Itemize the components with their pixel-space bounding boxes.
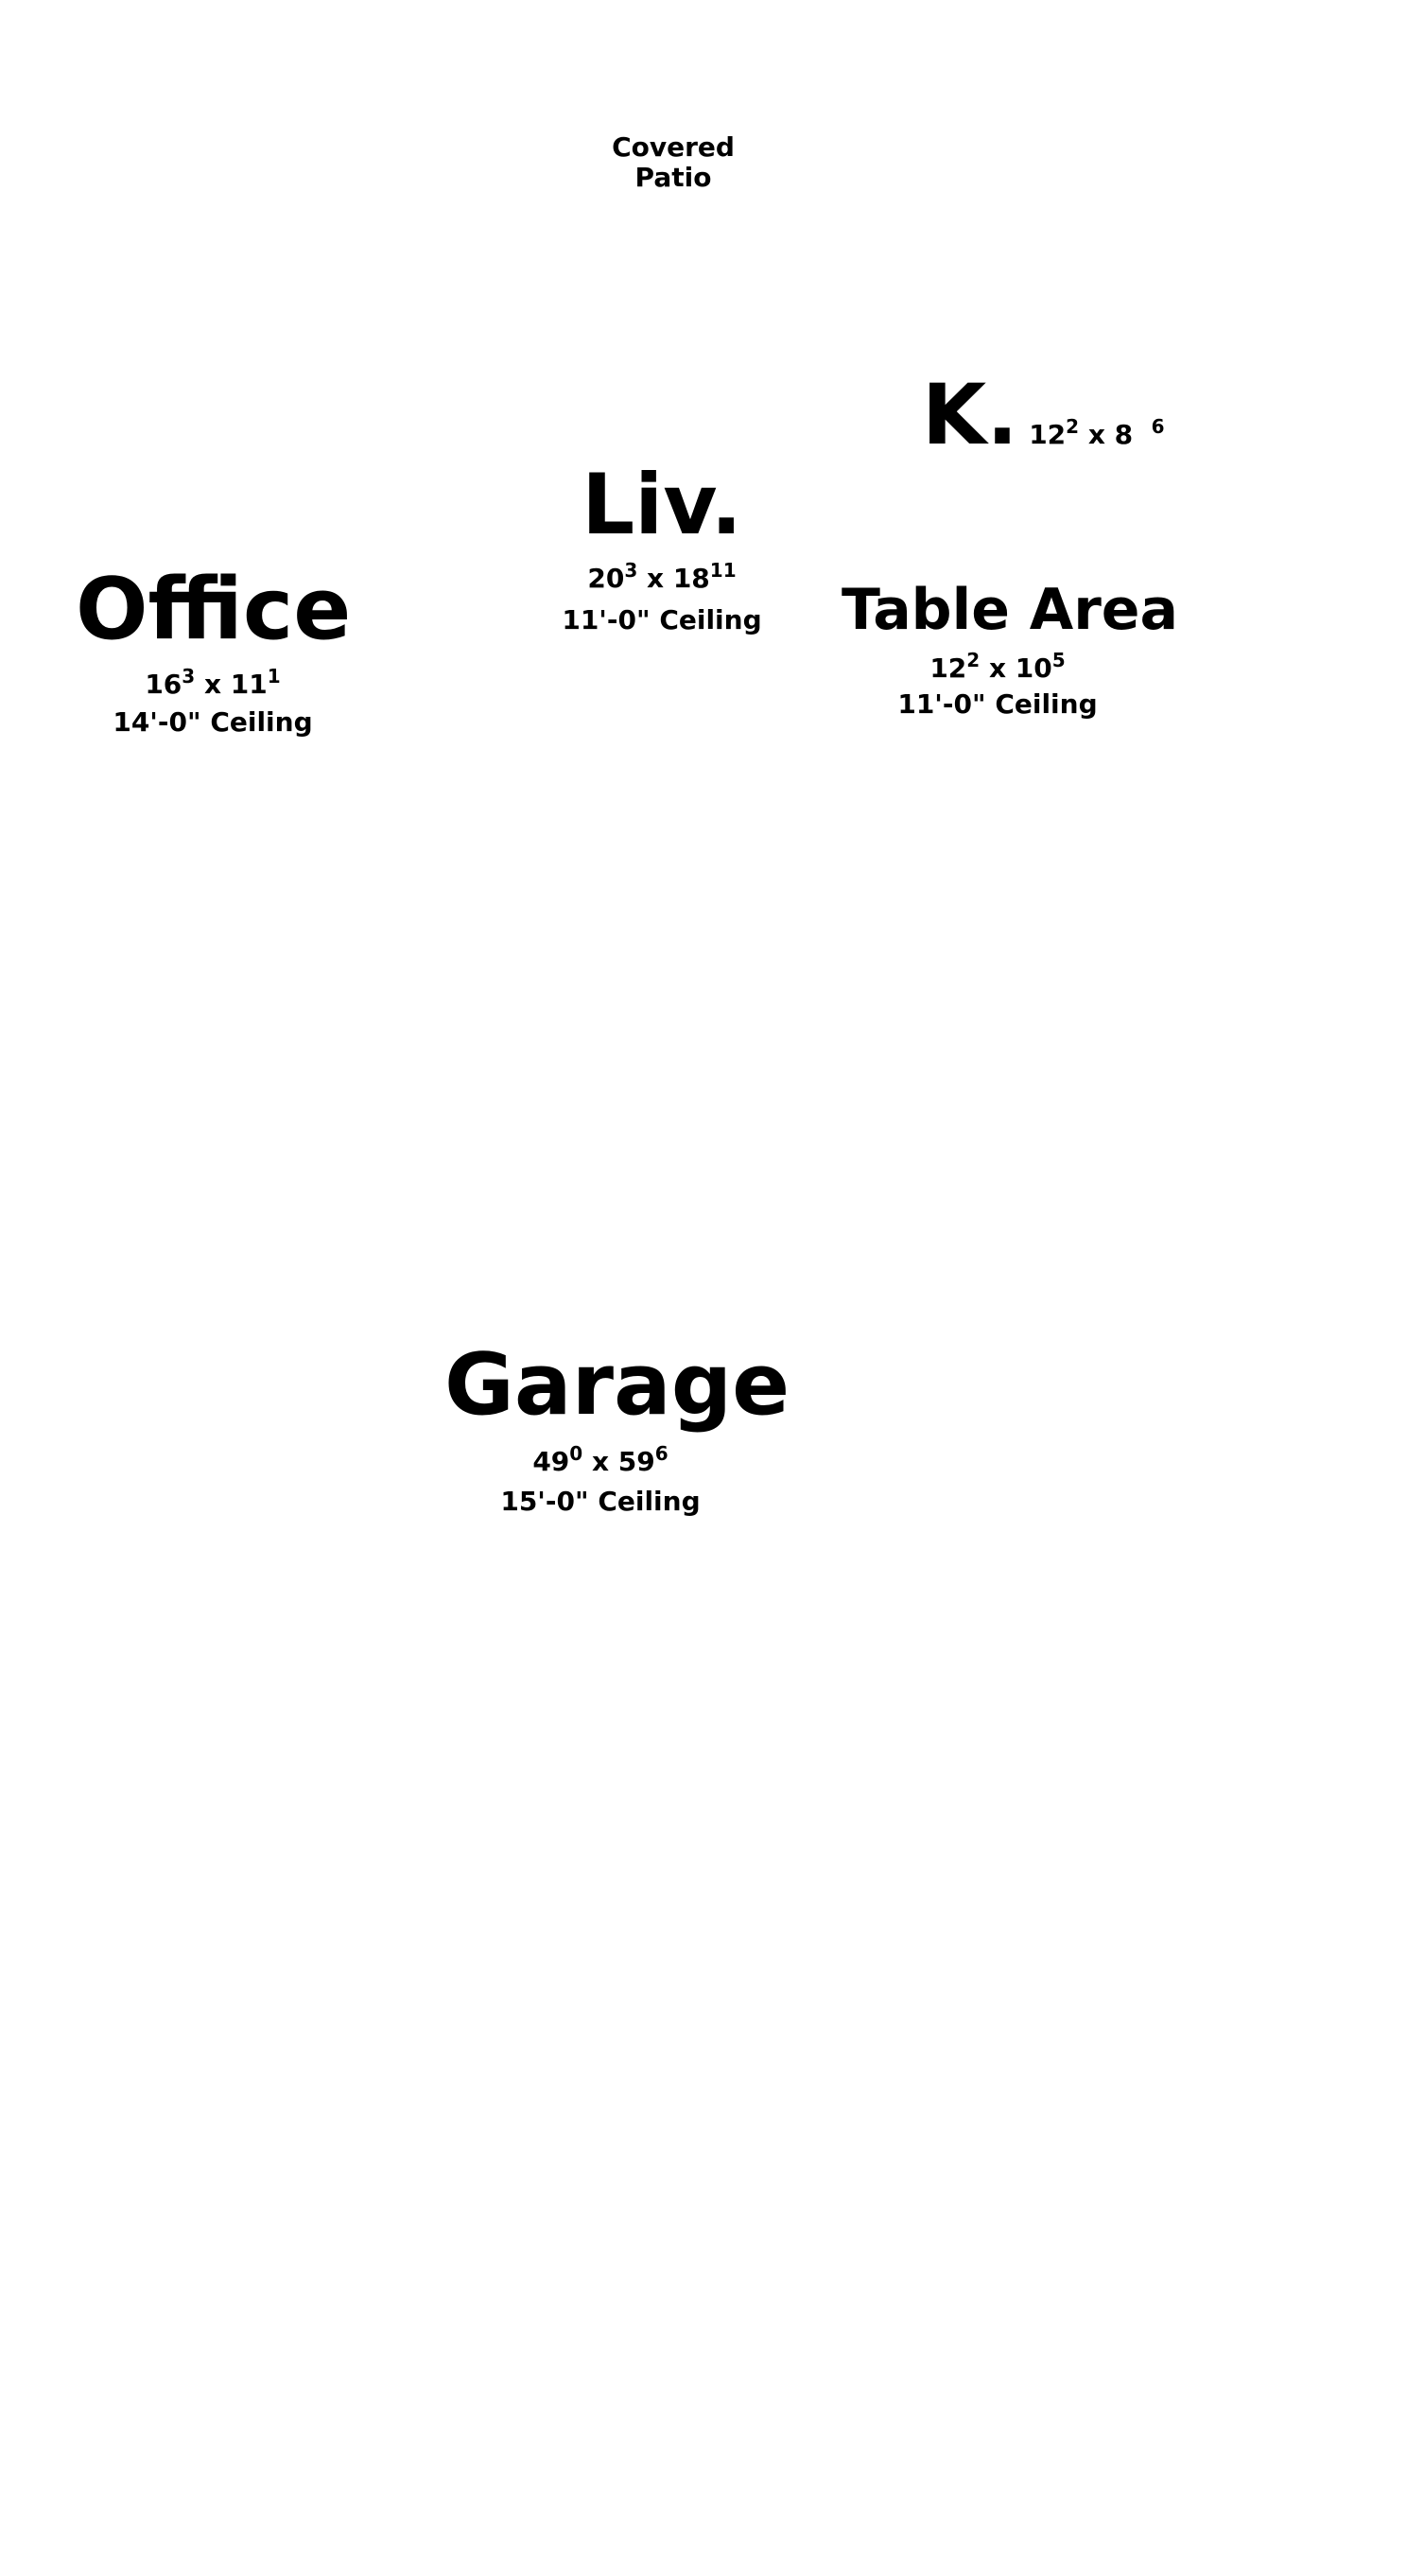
room-label-living: Liv. 203 x 1811 11'-0" Ceiling: [530, 463, 794, 634]
room-dimensions: 122 x 8 6: [1029, 415, 1165, 450]
room-name: Office: [76, 560, 352, 659]
room-label-covered-patio: Covered Patio: [579, 131, 768, 194]
room-label-kitchen: K. 122 x 8 6: [922, 374, 1165, 457]
room-ceiling-height: 14'-0" Ceiling: [113, 706, 313, 738]
room-ceiling-height: 11'-0" Ceiling: [897, 688, 1098, 720]
patio-label-line2: Patio: [634, 162, 712, 194]
room-name: K.: [922, 366, 1018, 463]
room-dimensions: 122 x 105: [929, 649, 1066, 684]
room-ceiling-height: 15'-0" Ceiling: [500, 1486, 701, 1517]
room-name: Garage: [444, 1335, 790, 1435]
room-dimensions: 203 x 1811: [587, 559, 737, 594]
room-name: Table Area: [842, 577, 1178, 643]
room-ceiling-height: 11'-0" Ceiling: [562, 604, 762, 635]
room-label-garage: Garage 490 x 596 15'-0" Ceiling: [444, 1335, 790, 1517]
room-dimensions: 163 x 111: [145, 665, 281, 700]
room-label-table-area: Table Area 122 x 105 11'-0" Ceiling: [842, 577, 1178, 720]
patio-label-line1: Covered: [612, 131, 735, 163]
room-dimensions: 490 x 596: [532, 1442, 669, 1477]
room-name: Liv.: [582, 456, 742, 553]
room-label-office: Office 163 x 111 14'-0" Ceiling: [76, 560, 352, 738]
